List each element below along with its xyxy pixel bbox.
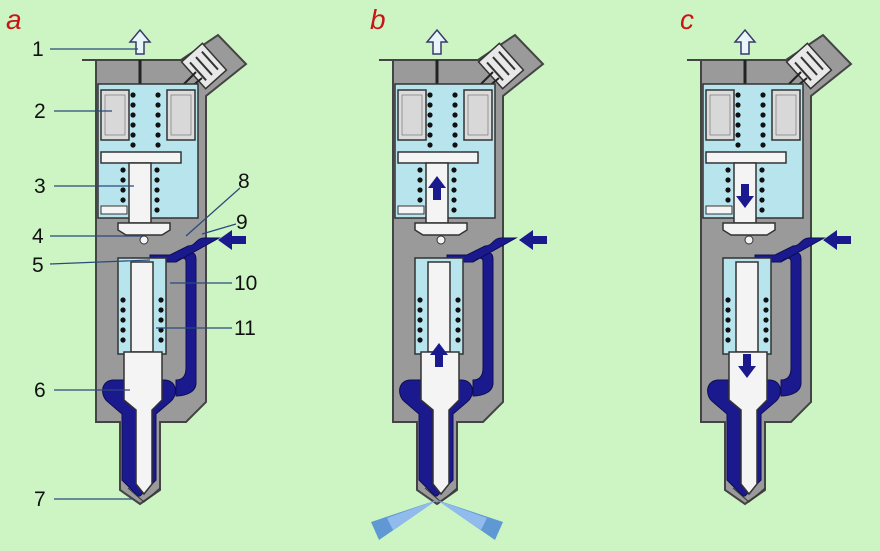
callout-5: 5	[32, 254, 44, 277]
callout-7: 7	[34, 488, 46, 511]
leak-off-arrow-icon	[426, 29, 448, 55]
callout-9: 9	[236, 211, 248, 234]
callout-4: 4	[32, 225, 44, 248]
leak-off-arrow-icon	[129, 29, 151, 55]
callout-8: 8	[238, 170, 250, 193]
callout-10: 10	[234, 272, 258, 295]
callout-leaders	[49, 48, 241, 500]
injector-panel-a	[80, 29, 248, 506]
callout-1: 1	[32, 38, 44, 61]
panel-label-b: b	[370, 4, 386, 35]
panel-label-a: a	[6, 4, 22, 35]
fuel-inlet-arrow-icon	[823, 230, 851, 250]
callout-6: 6	[34, 379, 46, 402]
callout-3: 3	[34, 175, 46, 198]
callout-2: 2	[34, 100, 46, 123]
fuel-spray-icon	[371, 500, 503, 540]
panel-label-c: c	[680, 4, 694, 35]
fuel-inlet-arrow-icon	[519, 230, 547, 250]
leak-off-arrow-icon	[734, 29, 756, 55]
callout-11: 11	[234, 317, 256, 340]
injector-panel-c	[685, 29, 853, 506]
injector-panel-b	[371, 29, 547, 540]
